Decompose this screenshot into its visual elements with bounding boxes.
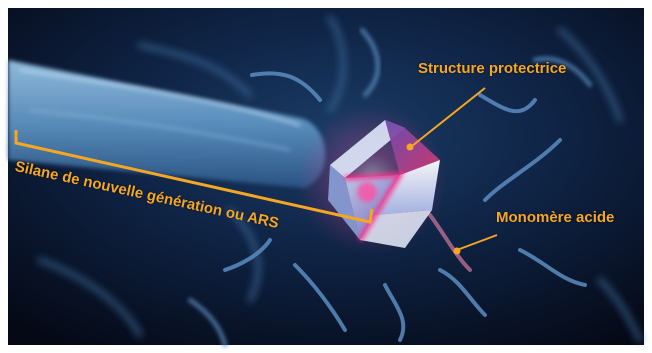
callout-structure-dot	[407, 144, 414, 151]
callout-monomere-dot	[454, 248, 461, 255]
label-structure-protectrice: Structure protectrice	[418, 60, 566, 77]
label-monomere-acide: Monomère acide	[496, 209, 614, 226]
